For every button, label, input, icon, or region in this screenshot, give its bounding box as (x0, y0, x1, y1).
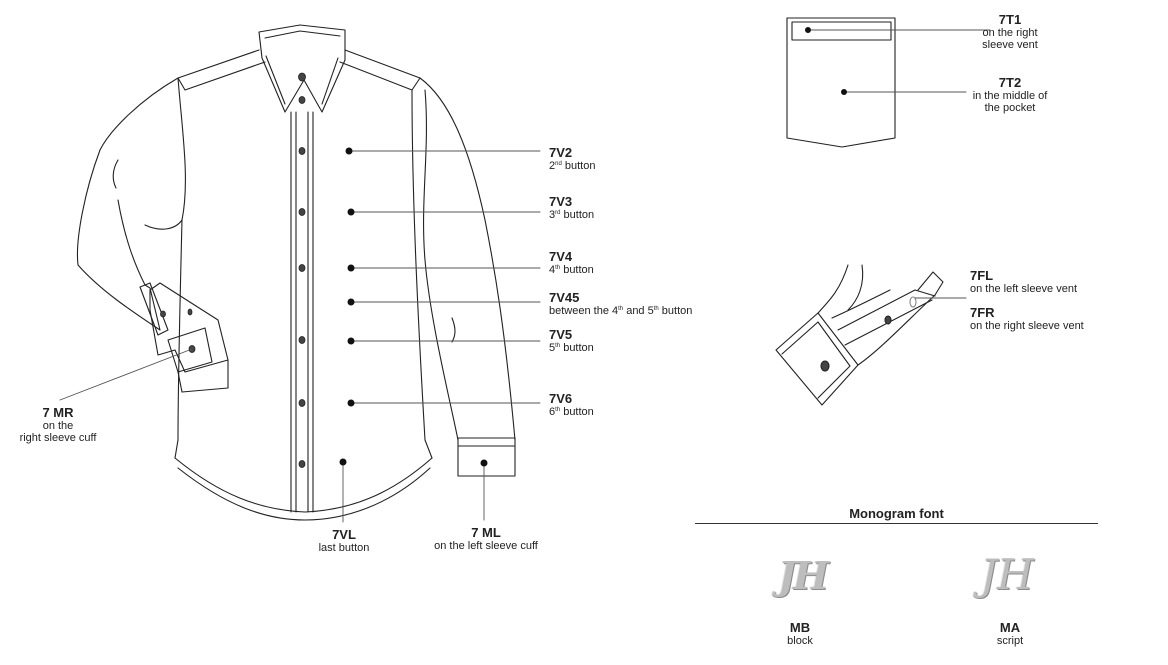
monogram-code: MA (999, 620, 1021, 635)
label-desc: 2nd button (549, 160, 596, 172)
label-desc: 6th button (549, 406, 594, 418)
monogram-font-title: Monogram font (849, 506, 944, 521)
placket-buttons (160, 72, 306, 468)
pocket-drawing (786, 17, 896, 148)
monogram-script-option[interactable]: MA script (970, 620, 1050, 647)
label-7v6: 7V6 6th button (549, 391, 594, 418)
label-7ml: 7 ML on the left sleeve cuff (416, 525, 556, 552)
label-code: 7FR (970, 305, 995, 320)
label-7fr: 7FR on the right sleeve vent (970, 305, 1084, 332)
label-7t2: 7T2 in the middle of the pocket (955, 75, 1065, 114)
monogram-code: MB (789, 620, 811, 635)
label-desc-line1: in the middle of (972, 90, 1048, 102)
label-desc-line2: right sleeve cuff (19, 432, 97, 444)
label-code: 7 ML (471, 525, 501, 540)
label-code: 7T1 (998, 12, 1022, 27)
label-7vl: 7VL last button (294, 527, 394, 554)
label-7t1: 7T1 on the right sleeve vent (960, 12, 1060, 51)
label-code: 7V6 (549, 391, 573, 406)
label-code: 7VL (332, 527, 356, 542)
cuff-detail-drawing (775, 264, 944, 406)
label-7v45: 7V45 between the 4th and 5th button (549, 290, 692, 317)
label-code: 7 MR (42, 405, 74, 420)
label-code: 7V4 (549, 249, 573, 264)
monogram-script-sample: JH (980, 550, 1034, 599)
label-desc: on the right sleeve vent (970, 320, 1084, 332)
label-desc: on the left sleeve vent (970, 283, 1078, 295)
label-desc-line1: on the right (982, 27, 1038, 39)
monogram-block-option[interactable]: MB block (760, 620, 840, 647)
monogram-desc: script (996, 635, 1024, 647)
label-7mr: 7 MR on the right sleeve cuff (8, 405, 108, 444)
label-code: 7V45 (549, 290, 580, 305)
label-code: 7V3 (549, 194, 573, 209)
label-code: 7V2 (549, 145, 573, 160)
label-desc: 3rd button (549, 209, 595, 221)
label-desc: last button (318, 542, 370, 554)
label-7v2: 7V2 2nd button (549, 145, 595, 172)
shirt-drawing (76, 24, 516, 521)
label-desc-line2: the pocket (984, 102, 1036, 114)
label-desc: between the 4th and 5th button (549, 305, 693, 317)
label-7v4: 7V4 4th button (549, 249, 594, 276)
label-code: 7FL (970, 268, 994, 283)
label-desc-line2: sleeve vent (982, 39, 1038, 51)
label-desc: on the left sleeve cuff (434, 540, 538, 552)
label-7fl: 7FL on the left sleeve vent (970, 268, 1077, 295)
label-desc: 4th button (549, 264, 594, 276)
label-7v3: 7V3 3rd button (549, 194, 594, 221)
label-7v5: 7V5 5th button (549, 327, 594, 354)
label-code: 7V5 (549, 327, 573, 342)
monogram-divider (695, 523, 1098, 524)
label-code: 7T2 (998, 75, 1022, 90)
label-desc-line1: on the (42, 420, 74, 432)
label-desc: 5th button (549, 342, 594, 354)
monogram-block-sample: JH (778, 553, 829, 598)
monogram-desc: block (787, 635, 813, 647)
position-markers (59, 29, 991, 523)
position-dots (339, 27, 847, 467)
